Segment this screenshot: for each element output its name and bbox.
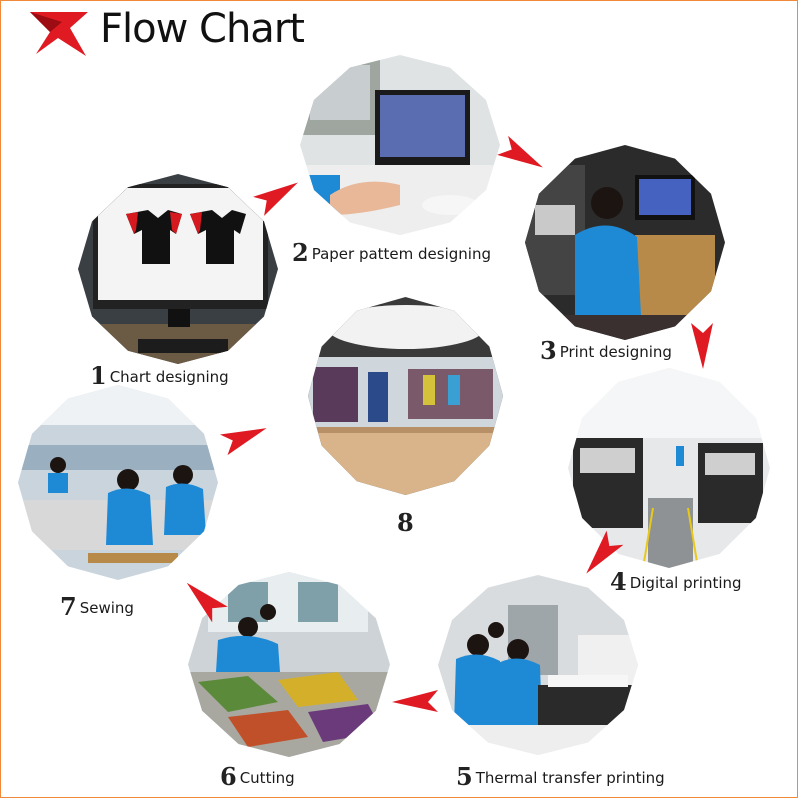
step-number: 7 (60, 592, 77, 621)
step-number: 4 (610, 567, 627, 596)
photo-paper-pattern-designing (300, 55, 500, 235)
step-text: Digital printing (629, 574, 742, 592)
step-text: Paper pattem designing (311, 245, 491, 263)
red-swoosh-logo-icon (30, 12, 88, 56)
step-number: 6 (220, 762, 237, 791)
step-text: Thermal transfer printing (475, 769, 665, 787)
red-arrow-icon (253, 182, 298, 216)
red-arrow-icon (186, 582, 228, 623)
photo-sewing (18, 385, 218, 580)
step-number: 5 (456, 762, 473, 791)
step-number: 8 (397, 508, 414, 537)
step-label-8: 8 (397, 508, 417, 537)
red-arrow-icon (691, 323, 713, 369)
step-number: 1 (90, 361, 107, 390)
step-number: 2 (292, 238, 309, 267)
step-text: Cutting (239, 769, 295, 787)
page-title: Flow Chart (100, 6, 305, 52)
red-arrow-icon (586, 530, 624, 574)
step-number: 3 (540, 336, 557, 365)
red-arrow-icon (497, 135, 543, 168)
photo-print-designing (525, 145, 725, 340)
step-text: Print designing (559, 343, 672, 361)
step-text: Sewing (79, 599, 134, 617)
red-arrow-icon (219, 428, 267, 456)
step-text: Chart designing (109, 368, 229, 386)
red-arrow-icon (392, 690, 438, 712)
